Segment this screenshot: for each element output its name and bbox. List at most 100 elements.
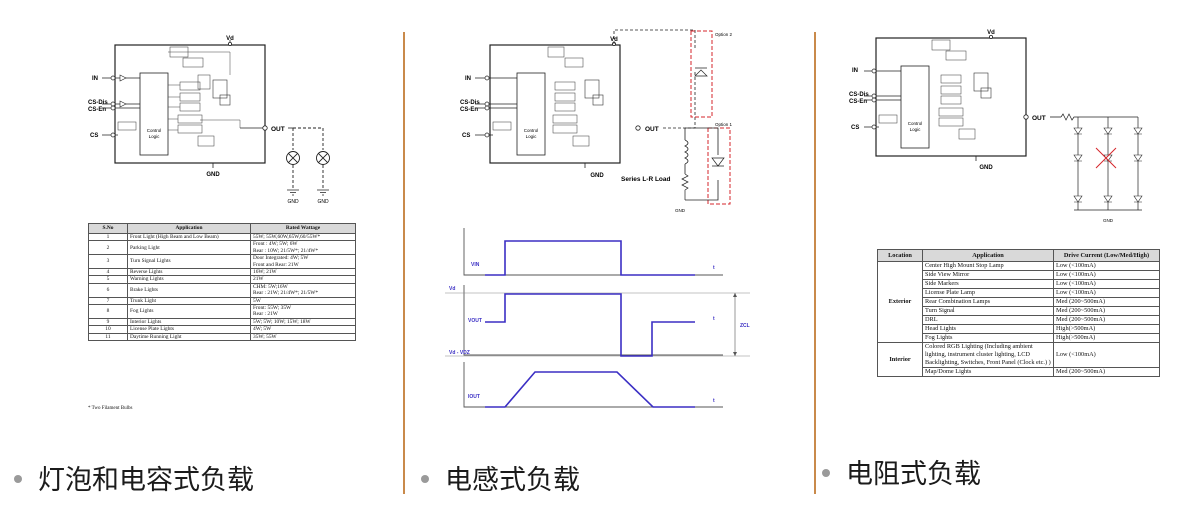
vd-label: Vd bbox=[226, 36, 234, 42]
gnd-label: GND bbox=[317, 199, 329, 205]
vout-label: VOUT bbox=[468, 318, 482, 324]
table-header-row: Location Application Drive Current (Low/… bbox=[877, 249, 1160, 262]
caption-text: 电感式负载 bbox=[445, 465, 580, 496]
table-header-cell: S.No bbox=[88, 223, 128, 234]
table-cell: 3 bbox=[88, 254, 128, 270]
vd-label: Vd bbox=[610, 37, 618, 43]
table-cell: Front: 55W; 35W Rear : 21W bbox=[250, 304, 356, 319]
inductor-icon bbox=[684, 139, 689, 165]
table-cell: Center High Mount Stop Lamp bbox=[922, 261, 1054, 271]
table-cell: DRL bbox=[922, 315, 1054, 325]
waveform-plot: VIN Vd VOUT Vd - VDZ IOUT ZCL t t t bbox=[445, 228, 750, 408]
pin-csdis-label: CS-Dis bbox=[460, 100, 480, 106]
table-cell: Low (<100mA) bbox=[1053, 342, 1160, 368]
table-cell: 5 bbox=[88, 275, 128, 284]
divider bbox=[403, 32, 405, 494]
table-cell: Head Lights bbox=[922, 324, 1054, 334]
table-header-row: S.No Application Rated Wattage bbox=[88, 223, 356, 234]
table-cell: Low (<100mA) bbox=[1053, 279, 1160, 289]
table-cell: 35W; 55W bbox=[250, 332, 356, 342]
table-cell: 7 bbox=[88, 296, 128, 306]
divider bbox=[814, 32, 816, 494]
table-cell: Side View Mirror bbox=[922, 270, 1054, 280]
table-cell: 4 bbox=[88, 268, 128, 277]
table-cell: 6 bbox=[88, 282, 128, 298]
pin-in-label: IN bbox=[465, 76, 471, 82]
pin-cs-label: CS bbox=[462, 133, 470, 139]
resistor-icon bbox=[681, 173, 689, 200]
gnd-label: GND bbox=[287, 199, 299, 205]
t-label: t bbox=[713, 398, 715, 404]
caption-inductive: 电感式负载 bbox=[421, 458, 580, 497]
bullet-icon bbox=[14, 474, 22, 483]
vd-label: Vd bbox=[987, 30, 995, 36]
table-cell: CHM: 5W;16W Rear : 21W; 21/4W*; 21/5W* bbox=[250, 282, 356, 298]
table-cell: 1 bbox=[88, 232, 128, 242]
table-cell: Med (200~500mA) bbox=[1053, 297, 1160, 307]
table-cell: Front Light (High Beam and Low Beam) bbox=[127, 232, 251, 242]
table-cell: Med (200~500mA) bbox=[1053, 315, 1160, 325]
table-cell: Low (<100mA) bbox=[1053, 270, 1160, 280]
table-cell: Brake Lights bbox=[127, 282, 251, 298]
lamp-icon bbox=[316, 151, 330, 165]
panel-inductive: Control Logic Vd IN CS-Dis CS-En CS OUT … bbox=[405, 0, 805, 525]
table-cell: 16W; 21W bbox=[250, 268, 356, 277]
out-label: OUT bbox=[645, 126, 659, 133]
table-cell: Med (200~500mA) bbox=[1053, 367, 1160, 377]
ic-gnd-label: GND bbox=[979, 165, 993, 171]
table-cell: Interior Lights bbox=[127, 317, 251, 327]
ic-gnd-label: GND bbox=[590, 173, 604, 179]
lamp-icon bbox=[286, 151, 300, 165]
option1-label: Option 1 bbox=[715, 122, 733, 127]
table-cell: Front : 4W; 5W; 6W Rear : 10W; 21/5W*; 2… bbox=[250, 240, 356, 256]
table-cell: Rear Combination Lamps bbox=[922, 297, 1054, 307]
ic-gnd-label: GND bbox=[206, 172, 220, 178]
circuit-diagram-inductive: Control Logic Vd IN CS-Dis CS-En CS OUT … bbox=[445, 29, 750, 408]
pin-cs-label: CS bbox=[851, 125, 859, 131]
table-header-cell: Application bbox=[922, 249, 1054, 262]
table-footnote: * Two Filament Bulbs bbox=[88, 406, 133, 411]
table-header-cell: Application bbox=[127, 223, 251, 234]
pin-csdis-label: CS-Dis bbox=[849, 92, 869, 98]
pin-csen-label: CS-En bbox=[460, 107, 478, 113]
table-cell: Warning Lights bbox=[127, 275, 251, 284]
table-cell: License Plate Lights bbox=[127, 325, 251, 334]
gnd-label: GND bbox=[675, 208, 686, 213]
table-cell: Fog Lights bbox=[127, 304, 251, 319]
iout-label: IOUT bbox=[468, 394, 480, 400]
vd-wave-label: Vd bbox=[449, 286, 455, 292]
pin-in-label: IN bbox=[92, 76, 98, 82]
table-cell: 9 bbox=[88, 317, 128, 327]
table-cell: Parking Light bbox=[127, 240, 251, 256]
table-cell: Low (<100mA) bbox=[1053, 261, 1160, 271]
out-label: OUT bbox=[1032, 115, 1046, 122]
gnd-label: GND bbox=[1103, 218, 1114, 223]
table-cell: 8 bbox=[88, 304, 128, 319]
table-cell: High(>500mA) bbox=[1053, 333, 1160, 343]
panel-bulb-capacitive: Control Logic Vd IN CS-Dis CS-En CS OUT bbox=[0, 0, 400, 525]
table-cell: Fog Lights bbox=[922, 333, 1054, 343]
vin-label: VIN bbox=[471, 262, 480, 268]
table-cell: License Plate Lamp bbox=[922, 288, 1054, 298]
table-cell: 21W bbox=[250, 275, 356, 284]
t-label: t bbox=[713, 265, 715, 271]
table-cell: Reverse Lights bbox=[127, 268, 251, 277]
vdz-label: Vd - VDZ bbox=[449, 350, 470, 356]
table-cell: 4W; 5W bbox=[250, 325, 356, 334]
ctrl-label: Logic bbox=[526, 134, 538, 139]
led-array-icon bbox=[1073, 127, 1143, 211]
ctrl-label: Logic bbox=[149, 134, 161, 139]
